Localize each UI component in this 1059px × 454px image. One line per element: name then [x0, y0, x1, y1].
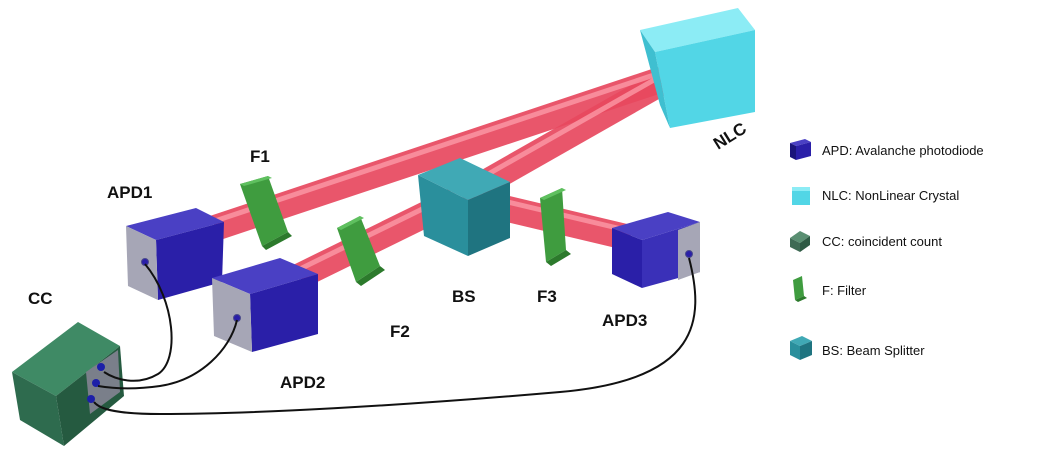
- bs-icon: [790, 336, 812, 360]
- filter-f2: [337, 216, 385, 286]
- apd1-detector: [126, 208, 224, 300]
- legend-item: F: Filter: [793, 276, 867, 302]
- label-apd3: APD3: [602, 311, 647, 330]
- beam-nlc-to-bs: [455, 63, 682, 208]
- legend-label: NLC: NonLinear Crystal: [822, 188, 959, 203]
- legend-item: NLC: NonLinear Crystal: [792, 187, 959, 205]
- legend: APD: Avalanche photodiode NLC: NonLinear…: [790, 139, 984, 360]
- nlc-crystal: [640, 8, 755, 128]
- label-f1: F1: [250, 147, 270, 166]
- beam-highlight: [460, 65, 677, 192]
- label-f3: F3: [537, 287, 557, 306]
- apd-icon: [790, 139, 811, 160]
- legend-item: CC: coincident count: [790, 231, 942, 252]
- label-nlc: NLC: [710, 119, 750, 154]
- beam-nlc-to-apd1: [210, 62, 680, 241]
- filter-icon: [793, 276, 807, 302]
- cable-apd3: [93, 257, 697, 416]
- filter-f3: [540, 188, 571, 266]
- legend-label: F: Filter: [822, 283, 867, 298]
- legend-item: BS: Beam Splitter: [790, 336, 925, 360]
- apd3-detector: [612, 212, 700, 288]
- label-cc: CC: [28, 289, 53, 308]
- legend-item: APD: Avalanche photodiode: [790, 139, 984, 160]
- filter-f1: [240, 176, 292, 250]
- cable-apd2: [97, 319, 238, 390]
- beam-splitter: [418, 158, 510, 256]
- cables: [93, 257, 697, 416]
- cc-icon: [790, 231, 810, 252]
- legend-label: BS: Beam Splitter: [822, 343, 925, 358]
- cable-apd1: [103, 263, 173, 382]
- apd2-detector: [212, 258, 318, 352]
- label-f2: F2: [390, 322, 410, 341]
- label-bs: BS: [452, 287, 476, 306]
- legend-label: CC: coincident count: [822, 234, 942, 249]
- nlc-icon: [792, 187, 810, 205]
- label-apd2: APD2: [280, 373, 325, 392]
- beam-highlight: [214, 65, 676, 224]
- cc-counter: [12, 322, 124, 446]
- label-apd1: APD1: [107, 183, 152, 202]
- legend-label: APD: Avalanche photodiode: [822, 143, 984, 158]
